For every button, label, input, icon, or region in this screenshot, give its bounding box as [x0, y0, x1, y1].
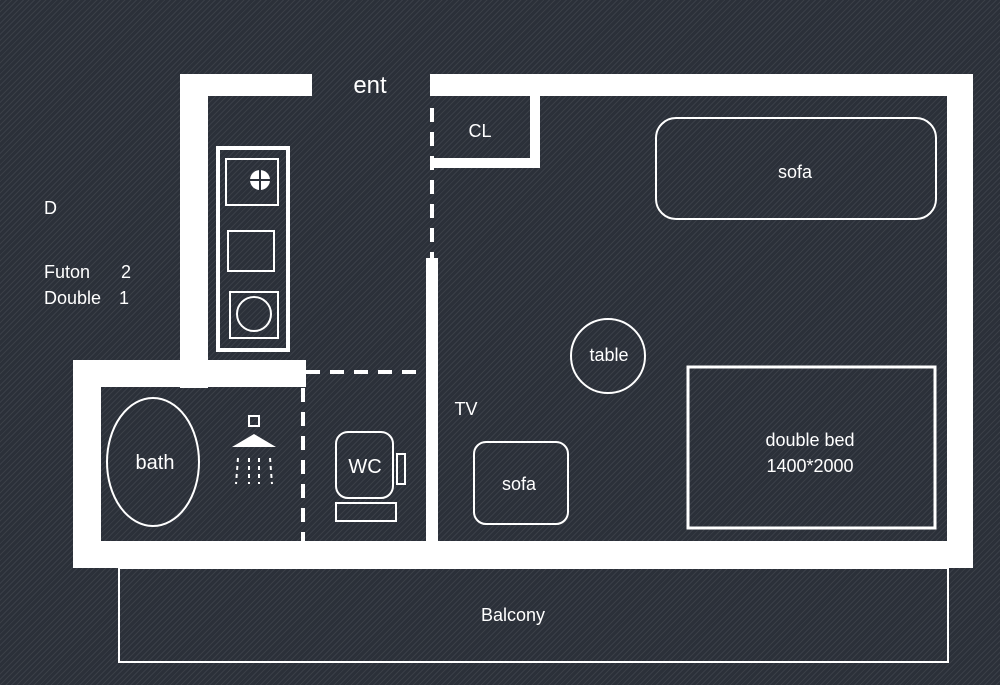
legend-double-label: Double	[44, 288, 102, 308]
kitchen-counter-outline	[216, 146, 290, 352]
wall-left-upper	[180, 74, 208, 388]
bathtub	[106, 397, 200, 527]
toilet-handle	[396, 453, 406, 485]
bed-size-label: 1400*2000	[766, 456, 854, 476]
sofa-top	[655, 117, 937, 220]
wall-bottom	[73, 541, 973, 568]
toilet-bowl	[335, 431, 394, 499]
balcony-label: Balcony	[480, 605, 546, 625]
washer-icon	[236, 296, 272, 332]
entrance-label: ent	[353, 72, 387, 99]
kitchen-counter	[216, 146, 290, 352]
table-label: table	[589, 345, 629, 365]
dashed-partitions	[301, 108, 434, 541]
stove-burner-icon	[250, 170, 270, 190]
closet-label: CL	[468, 121, 492, 141]
walls	[73, 74, 973, 568]
balcony	[118, 567, 949, 663]
double-bed	[686, 365, 937, 530]
legend-title: D	[44, 198, 57, 218]
wall-closet-horizontal	[430, 158, 540, 168]
sofa-bottom	[473, 441, 569, 525]
toilet-tank	[335, 502, 397, 522]
wall-closet-vertical	[530, 96, 540, 168]
sofa-bottom-label: sofa	[501, 474, 537, 494]
table	[570, 318, 646, 394]
wall-bathroom-top	[73, 360, 306, 387]
washer-box	[229, 291, 279, 339]
stove-box	[225, 158, 279, 206]
legend-futon-label: Futon	[44, 262, 91, 282]
furniture	[106, 117, 949, 663]
sink-box	[227, 230, 275, 272]
tv-label: TV	[454, 399, 478, 419]
wall-right	[947, 74, 973, 568]
legend-futon-count: 2	[121, 262, 132, 282]
legend-double-count: 1	[119, 288, 130, 308]
wall-left-lower	[73, 360, 101, 568]
wall-top-left	[180, 74, 312, 96]
shower-head-icon	[232, 415, 276, 485]
bath-label: bath	[135, 452, 175, 474]
wc-label: WC	[348, 456, 382, 478]
wall-top-right	[430, 74, 973, 96]
wall-divider	[426, 258, 438, 548]
sofa-top-label: sofa	[777, 162, 813, 182]
bed-label: double bed	[765, 430, 855, 450]
